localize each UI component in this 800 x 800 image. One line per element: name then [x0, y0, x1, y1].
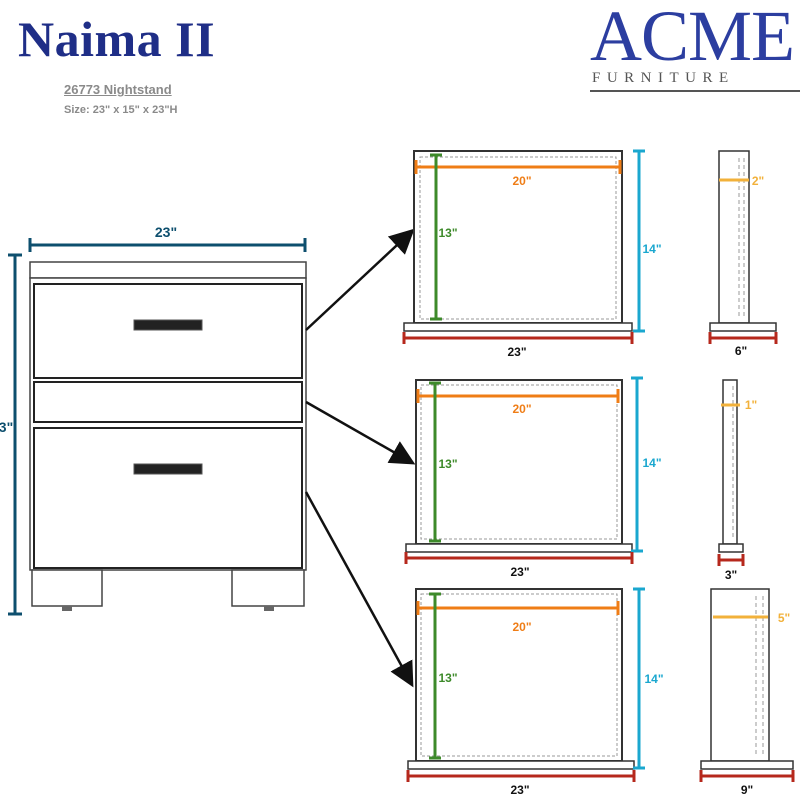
main-width-label: 23" [155, 224, 177, 240]
drawer-3-side-inner-label: 5" [778, 611, 790, 625]
drawer-3-outer-height-label: 14" [644, 672, 663, 686]
drawer-3-width-label: 20" [512, 620, 531, 634]
bottom-drawer-handle [133, 463, 203, 475]
arrow-to-drawer-3 [304, 491, 414, 688]
drawer-1-side-inner-label: 2" [752, 174, 764, 188]
brand-logo: ACME [590, 0, 795, 76]
drawer-2-base-width-label: 23" [510, 565, 529, 579]
drawer-2-side-view: 1" 3" [717, 379, 757, 582]
nightstand-front-view [29, 261, 307, 611]
drawer-1-width-label: 20" [512, 174, 531, 188]
drawer-1-side-view: 2" 6" [708, 150, 778, 358]
drawer-1-outer-height-label: 14" [642, 242, 661, 256]
drawer-3-base-width-label: 23" [510, 783, 529, 797]
drawer-3-side-base-label: 9" [741, 783, 753, 797]
model-number: 26773 Nightstand [64, 82, 172, 97]
drawer-2-width-label: 20" [512, 402, 531, 416]
brand-underline [590, 90, 800, 92]
main-width-dimension: 23" [28, 224, 307, 252]
drawer-3-height-label: 13" [438, 671, 457, 685]
arrow-to-drawer-1 [305, 228, 415, 331]
drawer-3-front-view: 20" 13" 14" 23" [406, 587, 664, 797]
brand-subtitle: FURNITURE [592, 70, 735, 86]
drawer-2-front-view: 20" 13" 14" 23" [404, 376, 662, 579]
drawer-1-side-base-label: 6" [735, 344, 747, 358]
drawer-2-side-base-label: 3" [725, 568, 737, 582]
product-title: Naima II [18, 11, 216, 67]
size-spec: Size: 23" x 15" x 23"H [64, 104, 178, 116]
main-height-dimension: 3" [0, 253, 22, 616]
right-foot-glide [264, 606, 274, 611]
top-drawer [33, 283, 303, 379]
right-leg [231, 569, 305, 607]
drawer-1-height-label: 13" [438, 226, 457, 240]
top-panel [29, 261, 307, 279]
drawer-3-side-view: 5" 9" [699, 588, 795, 797]
drawer-1-base-width-label: 23" [507, 345, 526, 359]
drawer-1-front-view: 20" 13" 14" 23" [402, 149, 662, 359]
middle-drawer [33, 381, 303, 423]
drawer-2-outer-height-label: 14" [642, 456, 661, 470]
bottom-drawer [33, 427, 303, 569]
main-height-label: 3" [0, 419, 13, 435]
arrow-to-drawer-2 [305, 400, 416, 465]
left-leg [31, 569, 103, 607]
top-drawer-handle [133, 319, 203, 331]
drawer-2-height-label: 13" [438, 457, 457, 471]
left-foot-glide [62, 606, 72, 611]
drawer-2-side-inner-label: 1" [745, 398, 757, 412]
